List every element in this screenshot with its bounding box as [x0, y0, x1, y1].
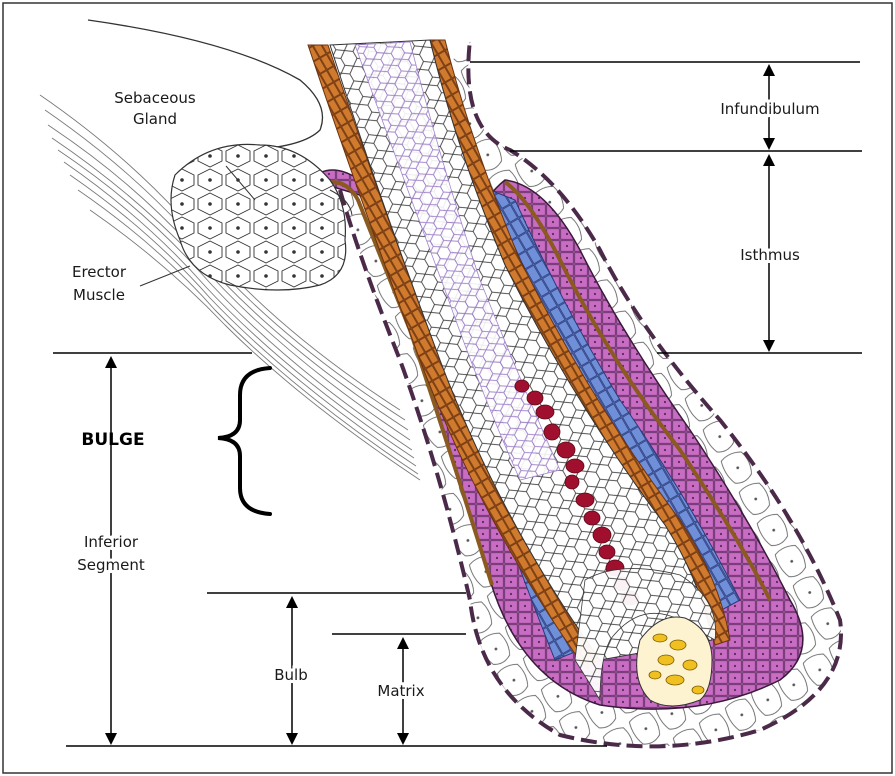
label-erector-line1: Erector: [72, 263, 127, 281]
label-sebaceous-line2: Gland: [133, 110, 177, 128]
dermal-papilla: [637, 617, 712, 706]
label-bulge: BULGE: [81, 430, 144, 450]
label-isthmus: Isthmus: [740, 246, 800, 264]
label-inferior-line1: Inferior: [84, 533, 139, 551]
label-erector-line2: Muscle: [73, 286, 125, 304]
sebaceous-gland: [171, 144, 346, 290]
label-matrix: Matrix: [377, 682, 424, 700]
label-infundibulum: Infundibulum: [720, 100, 819, 118]
label-bulb: Bulb: [274, 666, 308, 684]
epidermis-line: [88, 20, 323, 150]
label-sebaceous-line1: Sebaceous: [114, 89, 196, 107]
bulge-brace: [218, 368, 270, 514]
label-inferior-line2: Segment: [77, 556, 145, 574]
